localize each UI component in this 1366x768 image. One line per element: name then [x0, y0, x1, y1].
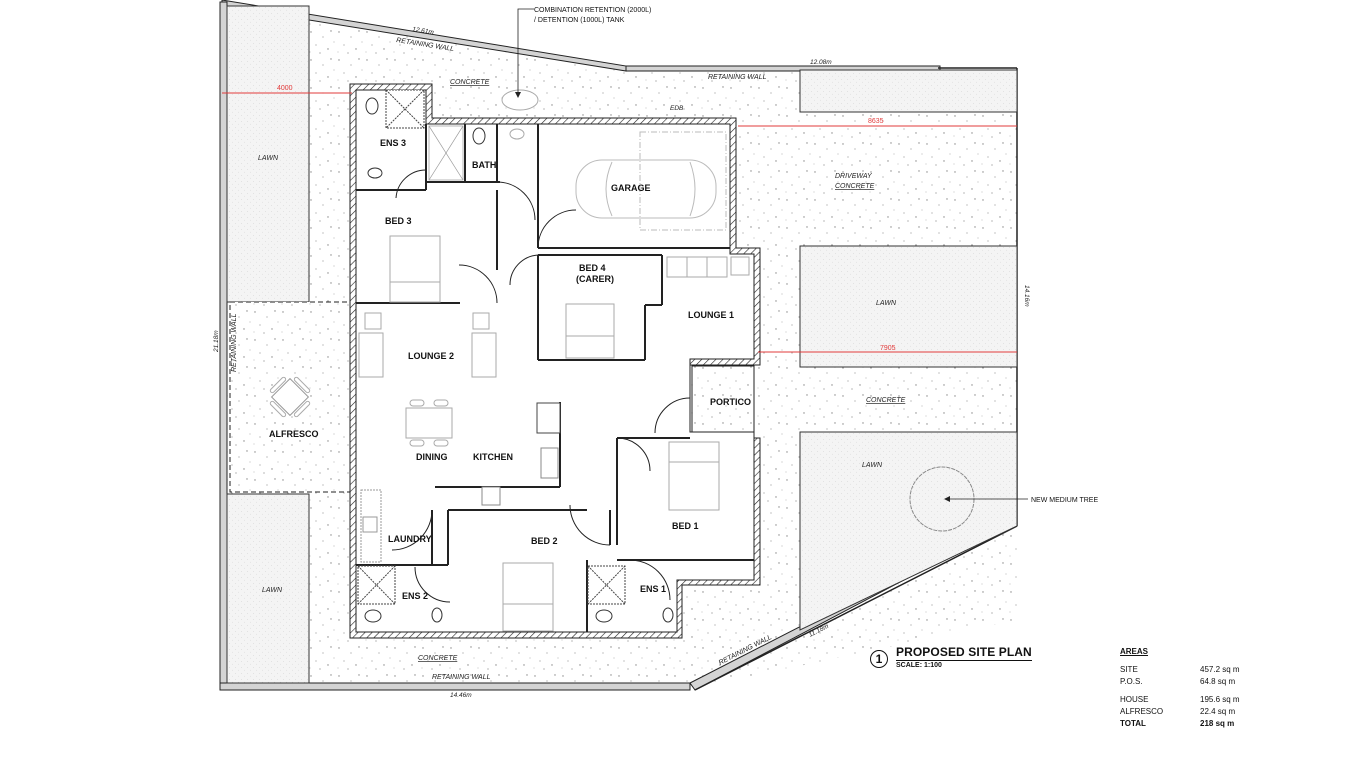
- lawn-top-right: [799, 69, 1018, 113]
- lawn-label-1: LAWN: [258, 155, 279, 162]
- drawing-title: PROPOSED SITE PLAN: [896, 645, 1032, 661]
- kitchen-bench-icon: [481, 402, 561, 506]
- room-bed1: BED 1: [672, 521, 699, 531]
- lawn-areas: [226, 5, 1018, 684]
- room-laundry: LAUNDRY: [388, 534, 432, 544]
- edb-label: EDB: [670, 105, 684, 112]
- retaining-wall-label-1: RETAINING WALL: [708, 74, 767, 81]
- area-row-total: TOTAL 218 sq m: [1120, 718, 1260, 730]
- room-portico: PORTICO: [710, 397, 751, 407]
- tank-note-line2: / DETENTION (1000L) TANK: [534, 17, 625, 24]
- retaining-wall-label-4: RETAINING WALL: [231, 313, 238, 372]
- areas-table: AREAS SITE 457.2 sq m P.O.S. 64.8 sq m H…: [1120, 647, 1260, 730]
- laundry-tub-icon: [360, 489, 382, 563]
- lounge-furniture-icon: [358, 312, 497, 447]
- house-footprint: [349, 83, 761, 639]
- dim-top-right: 12.08m: [810, 59, 832, 66]
- room-lounge1: LOUNGE 1: [688, 310, 734, 320]
- area-value: 195.6 sq m: [1200, 695, 1240, 704]
- area-row-pos: P.O.S. 64.8 sq m: [1120, 676, 1260, 688]
- lawn-label-2: LAWN: [262, 587, 283, 594]
- outdoor-table-icon: [269, 376, 311, 418]
- room-alfresco: ALFRESCO: [269, 429, 319, 439]
- area-label: SITE: [1120, 665, 1138, 674]
- car-icon: [575, 131, 727, 231]
- driveway-concrete-label: CONCRETE: [835, 183, 875, 190]
- area-label: HOUSE: [1120, 695, 1149, 704]
- room-bed4: BED 4: [579, 263, 606, 273]
- area-value: 218 sq m: [1200, 719, 1235, 728]
- portico-area: [691, 365, 755, 433]
- room-bed4-carer: (CARER): [576, 274, 614, 284]
- area-row-house: HOUSE 195.6 sq m: [1120, 694, 1260, 706]
- concrete-label-3: CONCRETE: [418, 655, 458, 662]
- retaining-wall-label-2: RETAINING WALL: [432, 674, 491, 681]
- driveway-label: DRIVEWAY: [835, 173, 873, 180]
- tree-icon: [909, 466, 1028, 532]
- tank-leader-line: [515, 8, 534, 98]
- lawn-top-left: [226, 5, 310, 303]
- lawn-label-4: LAWN: [862, 462, 883, 469]
- area-label: ALFRESCO: [1120, 707, 1164, 716]
- setback-dimensions: [222, 92, 1017, 353]
- couch-icon: [666, 256, 750, 278]
- alfresco-area: [229, 301, 353, 493]
- dim-left: 21.18m: [213, 330, 220, 353]
- room-ens1: ENS 1: [640, 584, 666, 594]
- room-bed3: BED 3: [385, 216, 412, 226]
- room-bed2: BED 2: [531, 536, 558, 546]
- setback-lounge: 7905: [880, 345, 896, 352]
- room-bath: BATH: [472, 160, 496, 170]
- toilet-icons: [364, 89, 674, 623]
- area-row-site: SITE 457.2 sq m: [1120, 664, 1260, 676]
- room-ens2: ENS 2: [402, 591, 428, 601]
- lawn-mid-right: [799, 245, 1018, 368]
- area-value: 457.2 sq m: [1200, 665, 1240, 674]
- area-label: TOTAL: [1120, 719, 1146, 728]
- shower-icons: [357, 89, 626, 605]
- room-ens3: ENS 3: [380, 138, 406, 148]
- dim-bottom: 14.46m: [450, 692, 472, 699]
- area-row-alfresco: ALFRESCO 22.4 sq m: [1120, 706, 1260, 718]
- lawn-bottom-left: [226, 493, 310, 684]
- areas-heading: AREAS: [1120, 647, 1149, 656]
- setback-garage: 8635: [868, 118, 884, 125]
- area-value: 22.4 sq m: [1200, 707, 1236, 716]
- room-lounge2: LOUNGE 2: [408, 351, 454, 361]
- area-value: 64.8 sq m: [1200, 677, 1236, 686]
- concrete-label-2: CONCRETE: [866, 397, 906, 404]
- room-dining: DINING: [416, 452, 448, 462]
- bed-icons: [389, 235, 720, 632]
- tree-note: NEW MEDIUM TREE: [1031, 497, 1098, 504]
- lawn-bottom-right: [799, 431, 1018, 631]
- room-garage: GARAGE: [611, 183, 651, 193]
- dim-top-left: 12.61m: [412, 26, 435, 36]
- area-label: P.O.S.: [1120, 677, 1143, 686]
- lawn-label-3: LAWN: [876, 300, 897, 307]
- drawing-scale: SCALE: 1:100: [896, 662, 942, 669]
- bath-tub-icon: [428, 125, 464, 181]
- room-kitchen: KITCHEN: [473, 452, 513, 462]
- detail-number: 1: [870, 650, 888, 668]
- dim-right: 14.16m: [1023, 285, 1030, 307]
- tank-note-line1: COMBINATION RETENTION (2000L): [534, 7, 651, 14]
- setback-left: 4000: [277, 85, 293, 92]
- concrete-label-1: CONCRETE: [450, 79, 490, 86]
